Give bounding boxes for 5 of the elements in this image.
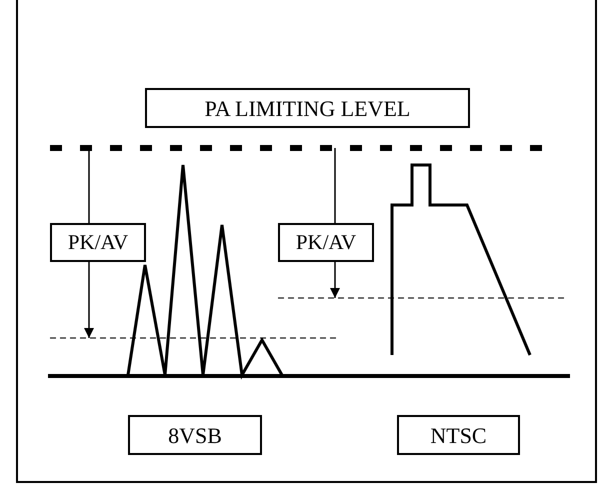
label-box: 8VSB	[128, 415, 262, 455]
label-box: PK/AV	[278, 223, 374, 262]
label-box: NTSC	[397, 415, 520, 455]
label-box: PK/AV	[50, 223, 146, 262]
label-box: PA LIMITING LEVEL	[145, 88, 470, 128]
